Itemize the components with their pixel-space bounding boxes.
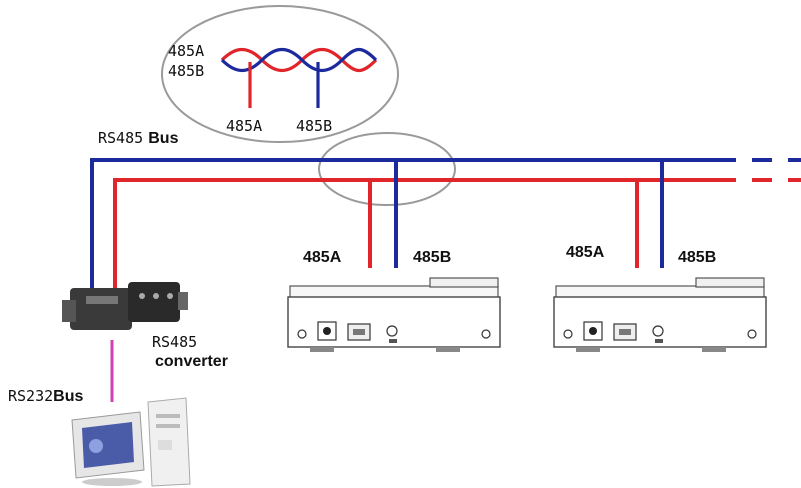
bus-title-suffix: Bus <box>148 130 179 147</box>
rs485-converter-icon <box>62 282 188 330</box>
inset-tap-label-485a: 485A <box>226 117 263 135</box>
converter-label-line1: RS485 <box>152 333 198 351</box>
bus-connection-ellipse <box>318 132 456 206</box>
device1-label-485a: 485A <box>303 249 342 266</box>
zoom-inset-ellipse <box>161 5 399 143</box>
bus-title-prefix: RS485 <box>98 129 144 147</box>
inset-tap-label-485b: 485B <box>296 117 333 135</box>
inset-label-485b: 485B <box>168 62 205 80</box>
rs232-label: RS232Bus <box>8 386 83 406</box>
device-box-icon <box>553 277 767 352</box>
pc-monitor-icon <box>71 411 145 486</box>
inset-label-485a: 485A <box>168 42 205 60</box>
device-box-icon <box>287 277 501 352</box>
bus-title: RS485 Bus <box>98 128 178 148</box>
converter-label-line2: converter <box>155 353 228 370</box>
device1-label-485b: 485B <box>413 249 452 266</box>
device2-label-485a: 485A <box>566 244 605 261</box>
twisted-pair-icon <box>220 47 378 108</box>
rs232-label-prefix: RS232 <box>8 387 54 405</box>
device2-label-485b: 485B <box>678 249 717 266</box>
pc-tower-icon <box>147 397 191 487</box>
rs232-label-suffix: Bus <box>53 388 84 405</box>
rs485-bus-wires <box>90 158 801 288</box>
